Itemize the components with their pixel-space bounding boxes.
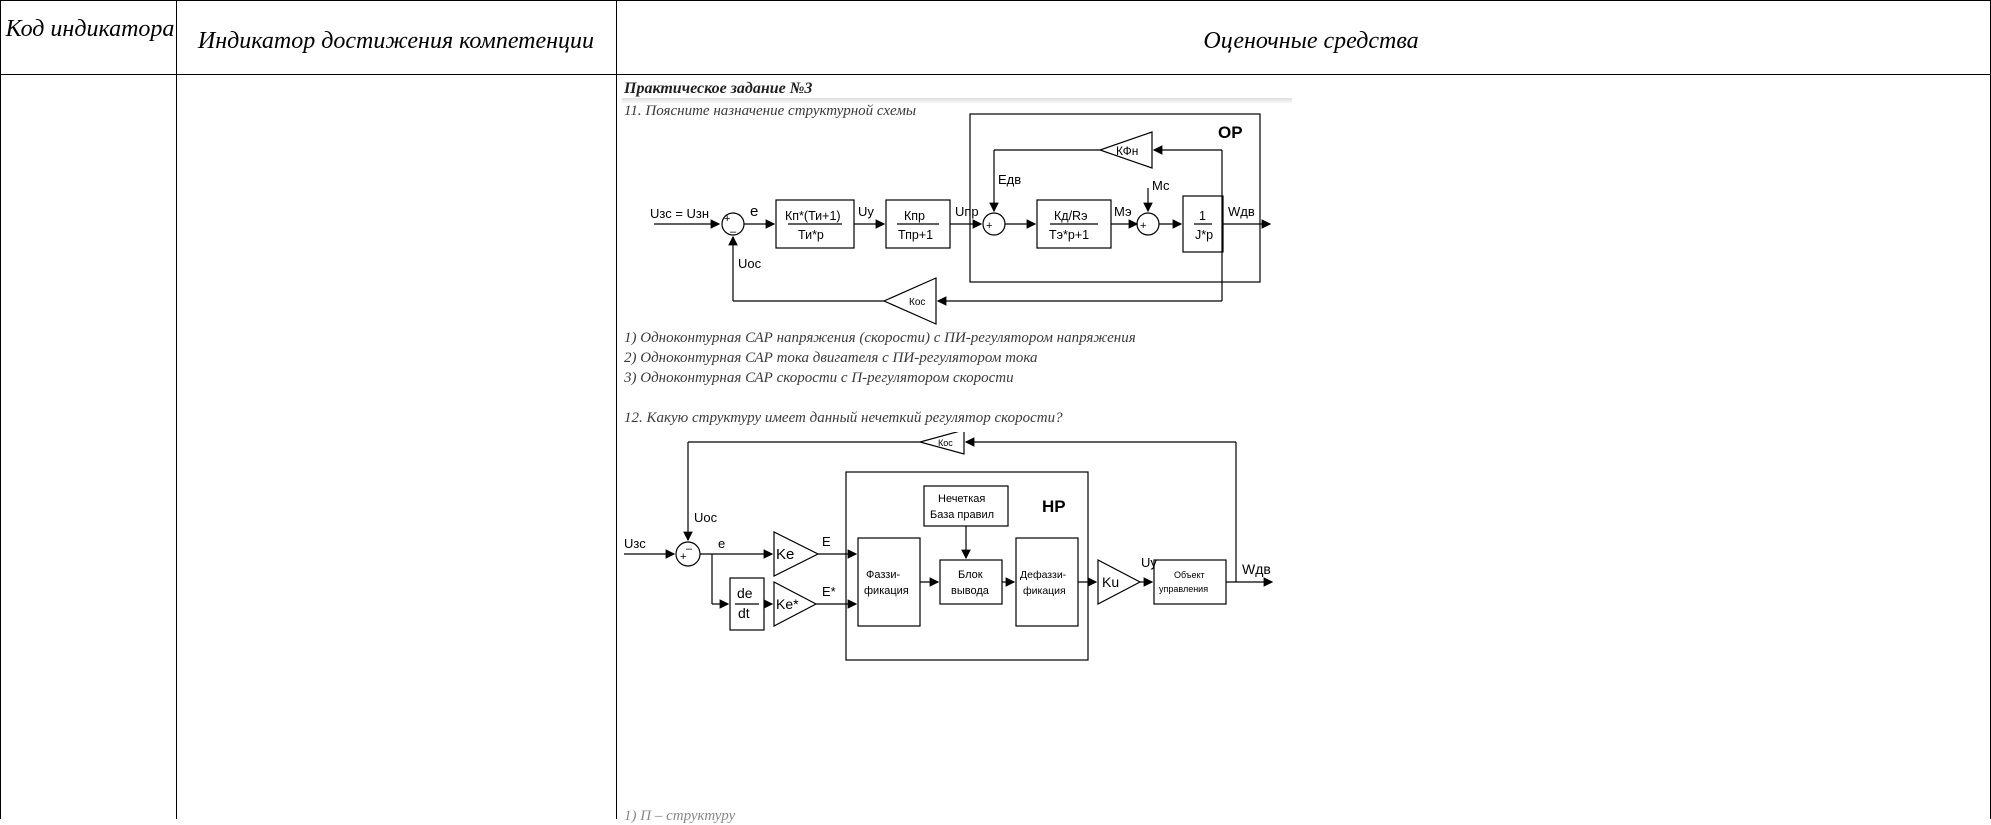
- d1-plus-3: +: [1140, 220, 1146, 232]
- q11-option-1: 1) Одноконтурная САР напряжения (скорост…: [624, 330, 1136, 346]
- kfn-gain-triangle: [1098, 131, 1153, 169]
- d1-kfn-label: КФн: [1116, 144, 1138, 158]
- d2-ke-star-triangle: [773, 581, 818, 627]
- defuzzification-block: [1015, 537, 1079, 627]
- d2-e-label: e: [718, 536, 725, 551]
- d2-minus: –: [686, 543, 693, 555]
- scan-edge: [622, 98, 1292, 104]
- inference-block: [939, 559, 1003, 605]
- d1-e-label: e: [750, 203, 758, 220]
- d1-minus-1: –: [730, 226, 737, 238]
- d2-E-star-label: E*: [822, 584, 836, 599]
- d2-uy-label: Uy: [1141, 555, 1157, 570]
- d1-output-label: Wдв: [1228, 204, 1255, 219]
- d1-pi-num: Кп*(Ти+1): [785, 209, 841, 223]
- d2-dt-label: dt: [738, 605, 750, 621]
- d2-obj-1: Объект: [1174, 570, 1205, 580]
- d1-me-label: Мэ: [1114, 204, 1132, 219]
- q11-option-2: 2) Одноконтурная САР тока двигателя с ПИ…: [624, 350, 1038, 366]
- d2-ke-triangle: [773, 531, 820, 577]
- hp-frame: [845, 471, 1089, 661]
- d2-defuzz-2: фикация: [1023, 585, 1066, 597]
- d2-plus: +: [680, 551, 686, 563]
- d2-uos-label: Uос: [694, 510, 718, 525]
- table-border-top: [0, 0, 1991, 1]
- d1-mc-label: Мс: [1152, 178, 1170, 193]
- op-frame: [969, 113, 1261, 283]
- d2-fuzz-2: фикация: [864, 585, 909, 597]
- d2-infer-2: вывода: [951, 585, 990, 597]
- d2-de-label: de: [737, 585, 753, 601]
- d1-conv-num: Кпр: [904, 209, 925, 223]
- header-code: Код индикатора: [5, 16, 175, 42]
- d2-rules-2: База правил: [930, 509, 994, 521]
- d1-motor-num: Кд/Rэ: [1054, 209, 1087, 223]
- d1-upr-label: Uпр: [955, 204, 979, 219]
- d1-plus-1: +: [724, 213, 730, 225]
- d1-int-num: 1: [1199, 209, 1206, 223]
- d2-ku-label: Ku: [1102, 574, 1119, 590]
- d1-op-label: ОР: [1218, 123, 1243, 142]
- table-border-left: [0, 0, 1, 819]
- control-object-block: [1153, 559, 1227, 605]
- d2-infer-1: Блок: [958, 569, 983, 581]
- fuzzification-block: [857, 537, 921, 627]
- diagram-1-control-loop: Uзс = Uзн e + – Кп*(Ти+1) Ти*р Uy Кпр Тп…: [650, 113, 1272, 325]
- d1-edv-label: Едв: [998, 172, 1021, 187]
- d1-int-den: J*p: [1195, 228, 1213, 242]
- d2-ku-triangle: [1097, 559, 1142, 605]
- question-12: 12. Какую структуру имеет данный нечетки…: [624, 410, 1063, 426]
- d1-kos-label: Кос: [909, 297, 925, 308]
- question-11: 11. Поясните назначение структурной схем…: [624, 103, 917, 119]
- d2-kos-label: Кос: [938, 438, 953, 448]
- d2-defuzz-1: Дефаззи-: [1020, 569, 1067, 581]
- d2-rules-1: Нечеткая: [938, 493, 985, 505]
- table-divider-1: [176, 0, 177, 819]
- kos-gain-triangle: [882, 277, 937, 325]
- d1-uos-label: Uос: [738, 256, 762, 271]
- d2-output-label: Wдв: [1242, 561, 1271, 577]
- table-divider-2: [616, 0, 617, 819]
- d1-input-label: Uзс = Uзн: [650, 206, 709, 221]
- d2-ke-star-label: Ke*: [776, 596, 799, 612]
- d2-obj-2: управления: [1159, 584, 1208, 594]
- header-assessment: Оценочные средства: [1203, 28, 1419, 54]
- diagram-2-fuzzy-regulator: Кос Uос Uзс + – e Ke E de dt Ke* E* НР Н…: [624, 432, 1274, 661]
- d2-input-label: Uзс: [624, 536, 646, 551]
- d2-E-label: E: [822, 534, 831, 549]
- d2-hr-label: НР: [1042, 497, 1066, 516]
- q11-option-3: 3) Одноконтурная САР скорости с П-регуля…: [624, 370, 1014, 386]
- table-header-divider: [0, 74, 1991, 75]
- d1-uy-label: Uy: [858, 204, 874, 219]
- d2-kos-triangle: [917, 432, 965, 455]
- d1-pi-den: Ти*р: [798, 228, 824, 242]
- d1-motor-den: Тэ*р+1: [1049, 228, 1089, 242]
- d1-plus-2: +: [986, 220, 992, 232]
- d2-ke-label: Ke: [776, 546, 794, 563]
- header-indicator: Индикатор достижения компетенции: [197, 28, 595, 54]
- d2-fuzz-1: Фаззи-: [866, 569, 900, 581]
- d1-conv-den: Тпр+1: [898, 228, 933, 242]
- task-title: Практическое задание №3: [624, 80, 813, 97]
- q12-option-cut: 1) П – структуру: [624, 808, 736, 824]
